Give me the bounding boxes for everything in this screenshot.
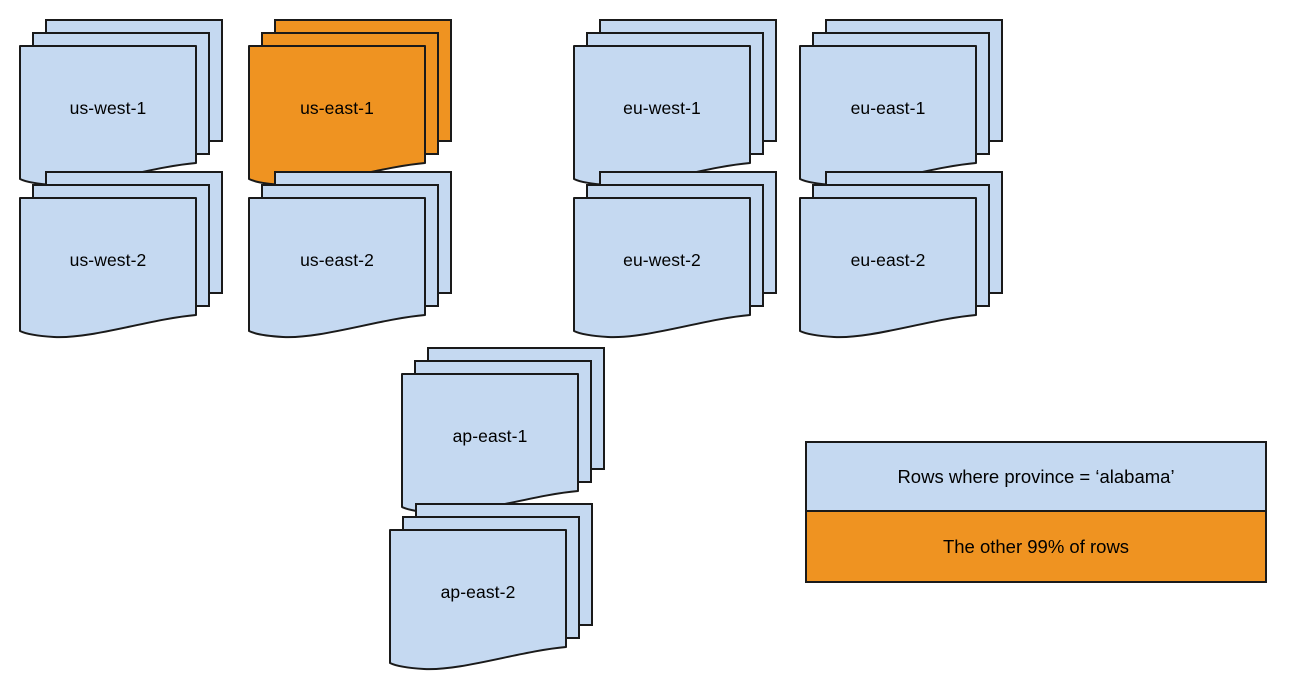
sheet-front: [248, 197, 426, 339]
document-stack-eu-west-2[interactable]: eu-west-2: [573, 171, 814, 342]
legend-row-orange: The other 99% of rows: [807, 512, 1265, 581]
sheet-front: [573, 45, 751, 187]
document-stack-eu-east-1[interactable]: eu-east-1: [799, 19, 1040, 190]
stack-shape-eu-east-1: [799, 19, 1003, 187]
document-stack-us-east-1[interactable]: us-east-1: [248, 19, 489, 190]
stack-shape-us-east-1: [248, 19, 452, 187]
legend: Rows where province = ‘alabama’ The other…: [805, 441, 1267, 583]
document-stack-eu-east-2[interactable]: eu-east-2: [799, 171, 1040, 342]
sheet-front: [19, 45, 197, 187]
sheet-front: [248, 45, 426, 187]
sheet-front: [799, 197, 977, 339]
stack-shape-us-west-1: [19, 19, 223, 187]
document-stack-eu-west-1[interactable]: eu-west-1: [573, 19, 814, 190]
document-stack-ap-east-1[interactable]: ap-east-1: [401, 347, 642, 518]
stack-shape-ap-east-2: [389, 503, 593, 671]
document-stack-us-east-2[interactable]: us-east-2: [248, 171, 489, 342]
document-stack-us-west-1[interactable]: us-west-1: [19, 19, 260, 190]
stack-shape-ap-east-1: [401, 347, 605, 515]
stack-shape-us-east-2: [248, 171, 452, 339]
document-stack-us-west-2[interactable]: us-west-2: [19, 171, 260, 342]
legend-label-blue: Rows where province = ‘alabama’: [897, 465, 1175, 487]
legend-row-blue: Rows where province = ‘alabama’: [807, 443, 1265, 512]
stack-shape-eu-east-2: [799, 171, 1003, 339]
sheet-front: [573, 197, 751, 339]
sheet-front: [19, 197, 197, 339]
stack-shape-eu-west-2: [573, 171, 777, 339]
sheet-front: [799, 45, 977, 187]
document-stack-ap-east-2[interactable]: ap-east-2: [389, 503, 630, 674]
sheet-front: [389, 529, 567, 671]
legend-label-orange: The other 99% of rows: [942, 535, 1130, 557]
stack-shape-eu-west-1: [573, 19, 777, 187]
stack-shape-us-west-2: [19, 171, 223, 339]
sheet-front: [401, 373, 579, 515]
